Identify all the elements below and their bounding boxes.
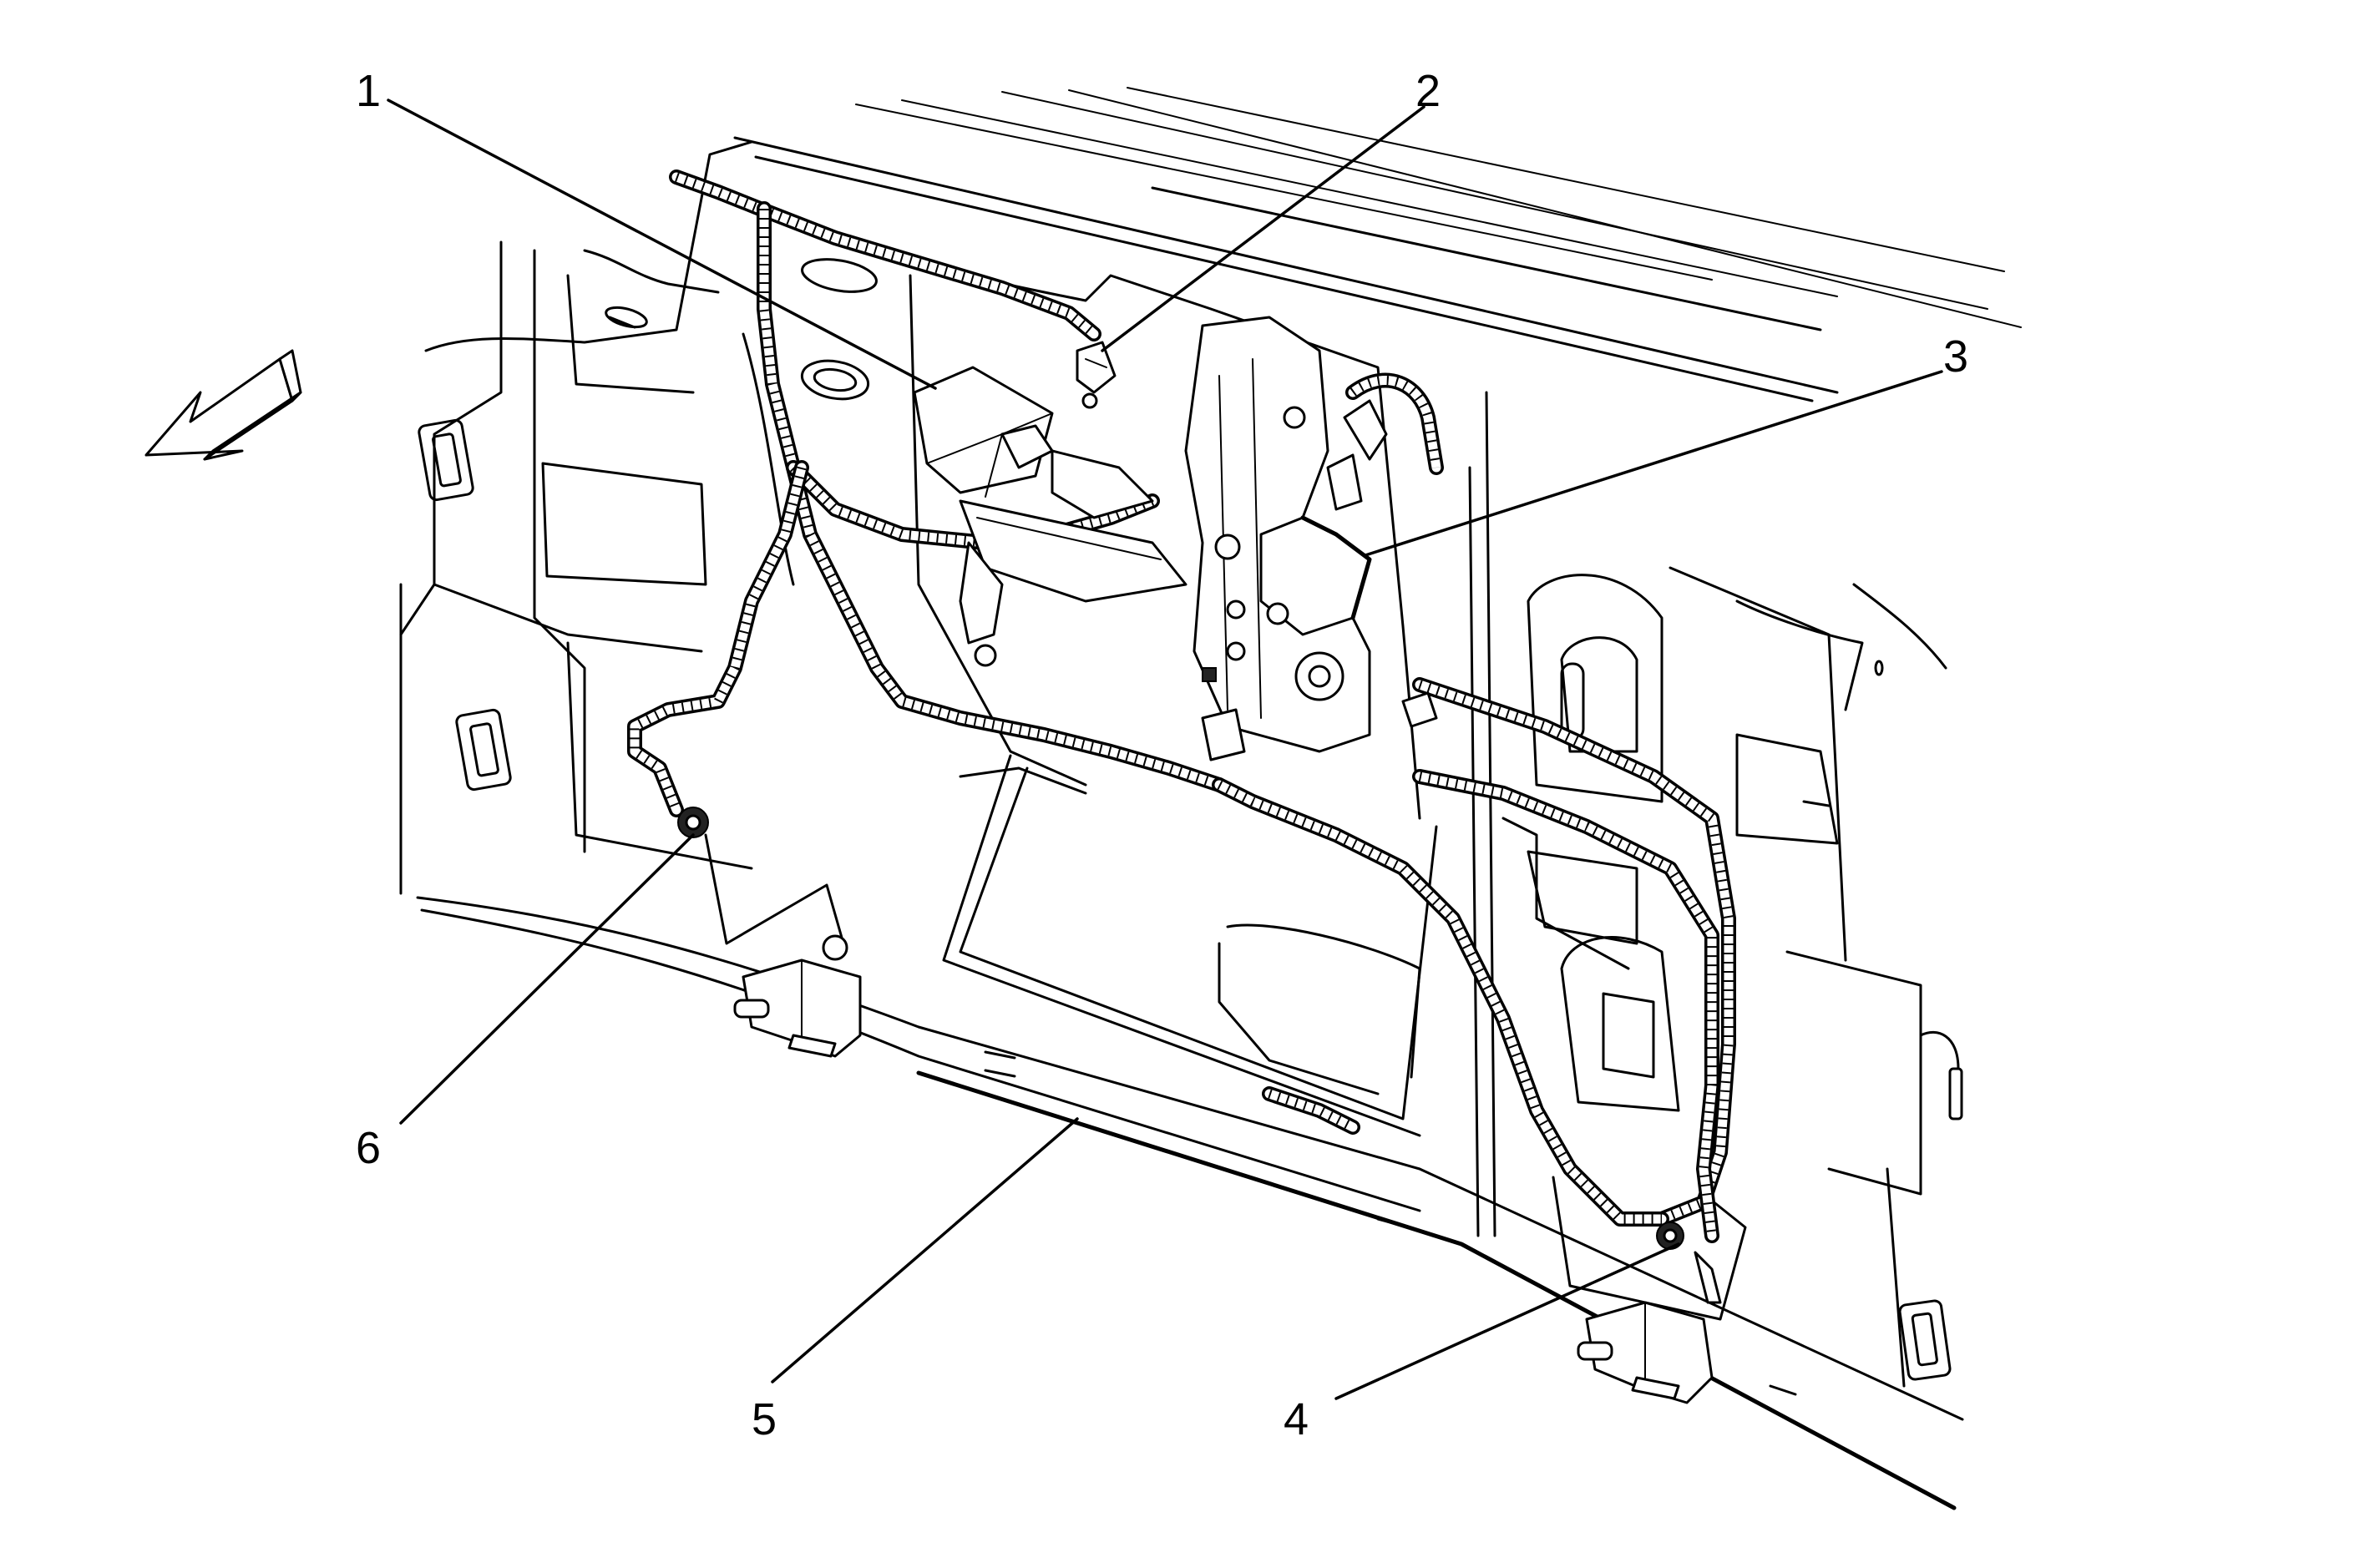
- callout-2: 2: [1415, 66, 1441, 116]
- callout-5: 5: [752, 1394, 777, 1444]
- callout-4: 4: [1284, 1394, 1309, 1444]
- callout-leaders: [387, 99, 1943, 1400]
- callout-1: 1: [356, 66, 381, 116]
- callout-3: 3: [1943, 331, 1968, 382]
- harness-retainer-right: [1656, 1222, 1722, 1304]
- left-hinge: [733, 959, 862, 1058]
- harness-clip: [1076, 341, 1117, 409]
- right-hinge: [1577, 1301, 1714, 1404]
- callout-labels: 1 2 3 4 5 6: [356, 66, 1968, 1444]
- control-module: [913, 366, 1187, 667]
- callout-6: 6: [356, 1123, 381, 1173]
- latch-assembly: [1184, 316, 1438, 761]
- latch-actuator: [1259, 515, 1372, 636]
- harness-retainer-left: [677, 807, 848, 961]
- wire-harness: [627, 169, 1736, 1243]
- front-direction-arrow-icon: [144, 349, 302, 461]
- tailgate-inner-panel: [399, 87, 2022, 1510]
